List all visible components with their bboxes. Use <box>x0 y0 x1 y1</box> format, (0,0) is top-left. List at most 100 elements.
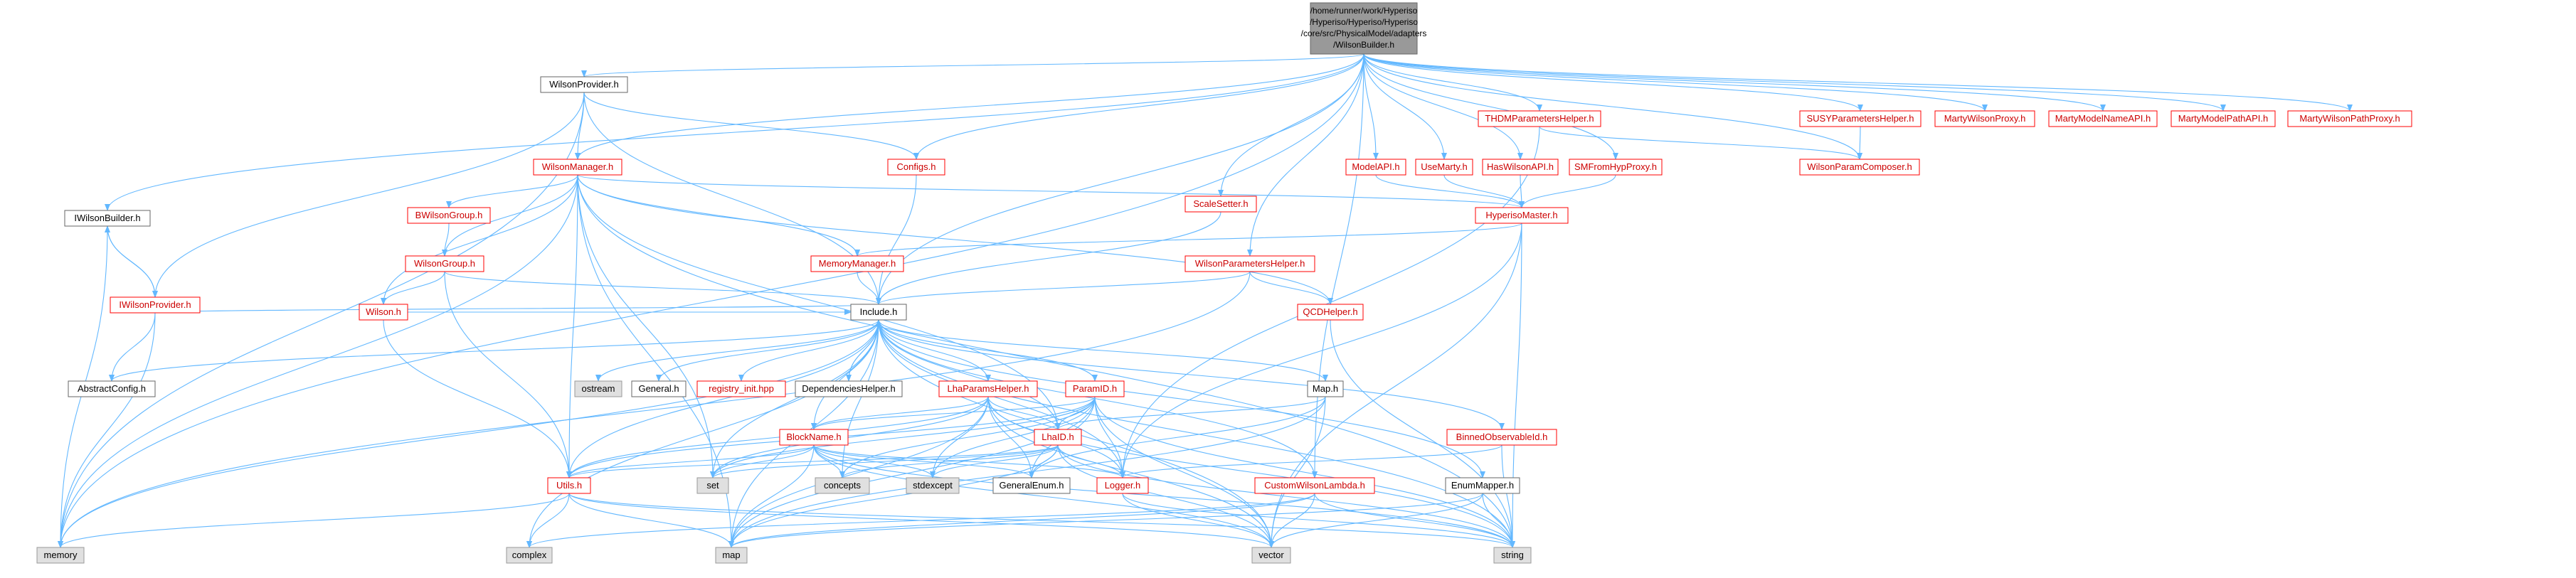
node-registry-init-hpp[interactable]: registry_init.hpp <box>696 380 786 397</box>
node-lhaparamshelper-h[interactable]: LhaParamsHelper.h <box>938 380 1038 397</box>
dependency-edge <box>1120 223 1522 478</box>
node-wilsonparamcomposer-h[interactable]: WilsonParamComposer.h <box>1799 159 1920 176</box>
node-dependencieshelper-h[interactable]: DependenciesHelper.h <box>795 380 903 397</box>
node-box <box>1475 207 1569 224</box>
node-set: set <box>696 477 729 494</box>
node-box <box>1254 477 1375 494</box>
node-configs-h[interactable]: Configs.h <box>887 159 945 176</box>
dependency-edge <box>58 271 1251 548</box>
node-label: map <box>722 550 740 560</box>
node-martywilsonproxy-h[interactable]: MartyWilsonProxy.h <box>1934 110 2035 127</box>
node-box <box>696 380 786 397</box>
node-label: LhaParamsHelper.h <box>948 383 1029 394</box>
node-box <box>1184 255 1315 272</box>
file-nodes: /home/runner/work/Hyperiso /Hyperiso/Hyp… <box>36 2 2412 564</box>
node-label: Map.h <box>1313 383 1338 394</box>
node-martywilsonpathproxy-h[interactable]: MartyWilsonPathProxy.h <box>2287 110 2412 127</box>
dependency-edge <box>566 444 815 478</box>
dependency-edge <box>58 312 156 548</box>
node-wilsonmanager-h[interactable]: WilsonManager.h <box>533 159 622 176</box>
dependency-edge <box>105 53 1364 211</box>
node-label: vector <box>1258 550 1284 560</box>
dependency-edge <box>878 319 1098 382</box>
node-memorymanager-h[interactable]: MemoryManager.h <box>810 255 904 272</box>
node-general-h[interactable]: General.h <box>631 380 687 397</box>
node-label: ScaleSetter.h <box>1193 198 1248 209</box>
dependency-edge <box>878 319 1061 430</box>
dependency-edge <box>1363 53 1863 112</box>
node-box <box>36 547 85 564</box>
node-box <box>540 76 628 93</box>
node-binnedobservableid-h[interactable]: BinnedObservableId.h <box>1446 429 1557 446</box>
node-wilsonparametershelper-h[interactable]: WilsonParametersHelper.h <box>1184 255 1315 272</box>
dependency-edge <box>878 319 1318 478</box>
node-susyparametershelper-h[interactable]: SUSYParametersHelper.h <box>1799 110 1922 127</box>
node-qcdhelper-h[interactable]: QCDHelper.h <box>1297 304 1364 321</box>
node-modelapi-h[interactable]: ModelAPI.h <box>1345 159 1406 176</box>
node-customwilsonlambda-h[interactable]: CustomWilsonLambda.h <box>1254 477 1375 494</box>
node-bwilsongroup-h[interactable]: BWilsonGroup.h <box>407 207 491 224</box>
node-logger-h[interactable]: Logger.h <box>1096 477 1149 494</box>
node-map-h[interactable]: Map.h <box>1307 380 1344 397</box>
dependency-edge <box>58 493 570 548</box>
node-wilson-h[interactable]: Wilson.h <box>359 304 408 321</box>
dependency-edge <box>581 53 1364 77</box>
node-include-h[interactable]: Include.h <box>850 304 907 321</box>
dependency-edge <box>1094 396 1515 548</box>
node-smfromhypproxy-h[interactable]: SMFromHypProxy.h <box>1569 159 1663 176</box>
node-martymodelnameapi-h[interactable]: MartyModelNameAPI.h <box>2048 110 2158 127</box>
node-thdmparametershelper-h[interactable]: THDMParametersHelper.h <box>1478 110 1601 127</box>
node-iwilsonprovider-h[interactable]: IWilsonProvider.h <box>110 296 201 314</box>
node-generalenum-h[interactable]: GeneralEnum.h <box>992 477 1071 494</box>
node-box <box>533 159 622 176</box>
node-label: QCDHelper.h <box>1303 306 1357 317</box>
node-map: map <box>715 547 748 564</box>
node-box <box>887 159 945 176</box>
node-utils-h[interactable]: Utils.h <box>547 477 591 494</box>
dependency-edge <box>1247 53 1364 257</box>
node-martymodelpathapi-h[interactable]: MartyModelPathAPI.h <box>2170 110 2276 127</box>
node-label: MemoryManager.h <box>819 258 896 269</box>
node-complex: complex <box>506 547 553 564</box>
dependency-edge <box>526 493 1315 548</box>
dependency-edge <box>381 271 445 305</box>
node-label: EnumMapper.h <box>1451 480 1514 491</box>
node-ostream: ostream <box>574 380 622 397</box>
root-path-line: /core/src/PhysicalModel/adapters <box>1301 28 1427 38</box>
node-lhaid-h[interactable]: LhaID.h <box>1034 429 1082 446</box>
node-wilsongroup-h[interactable]: WilsonGroup.h <box>405 255 484 272</box>
dependency-edge <box>1363 53 1523 160</box>
node-wilsonprovider-h[interactable]: WilsonProvider.h <box>540 76 628 93</box>
node-hyperisomaster-h[interactable]: HyperisoMaster.h <box>1475 207 1569 224</box>
dependency-edge <box>728 493 1483 548</box>
node-iwilsonbuilder-h[interactable]: IWilsonBuilder.h <box>64 210 151 227</box>
node-blockname-h[interactable]: BlockName.h <box>779 429 849 446</box>
dependency-edge <box>876 174 917 305</box>
node-label: BWilsonGroup.h <box>415 210 483 220</box>
dependency-edge <box>710 396 989 478</box>
dependency-edge <box>811 396 989 430</box>
node-box <box>1307 380 1344 397</box>
node-label: Configs.h <box>897 161 936 172</box>
node-scalesetter-h[interactable]: ScaleSetter.h <box>1184 196 1257 213</box>
dependency-edge <box>383 319 572 478</box>
dependency-edge <box>876 271 1251 305</box>
node-enummapper-h[interactable]: EnumMapper.h <box>1445 477 1520 494</box>
node-label: BlockName.h <box>786 432 841 442</box>
dependency-edge <box>839 444 1059 478</box>
dependency-edge <box>1094 396 1125 478</box>
node-abstractconfig-h[interactable]: AbstractConfig.h <box>68 380 156 397</box>
node-paramid-h[interactable]: ParamID.h <box>1065 380 1125 397</box>
dependency-edge <box>930 396 989 478</box>
node-box <box>407 207 491 224</box>
node-box <box>1184 196 1257 213</box>
dependency-edge <box>839 319 879 478</box>
node-haswilsonapi-h[interactable]: HasWilsonAPI.h <box>1482 159 1559 176</box>
root-node-wilsonbuilder[interactable]: /home/runner/work/Hyperiso /Hyperiso/Hyp… <box>1301 2 1427 55</box>
node-usemarty-h[interactable]: UseMarty.h <box>1415 159 1473 176</box>
node-label: IWilsonBuilder.h <box>74 213 140 223</box>
node-label: MartyWilsonProxy.h <box>1944 113 2026 124</box>
dependency-edge <box>1122 493 1274 548</box>
dependency-edge <box>444 271 572 478</box>
node-label: ParamID.h <box>1073 383 1117 394</box>
